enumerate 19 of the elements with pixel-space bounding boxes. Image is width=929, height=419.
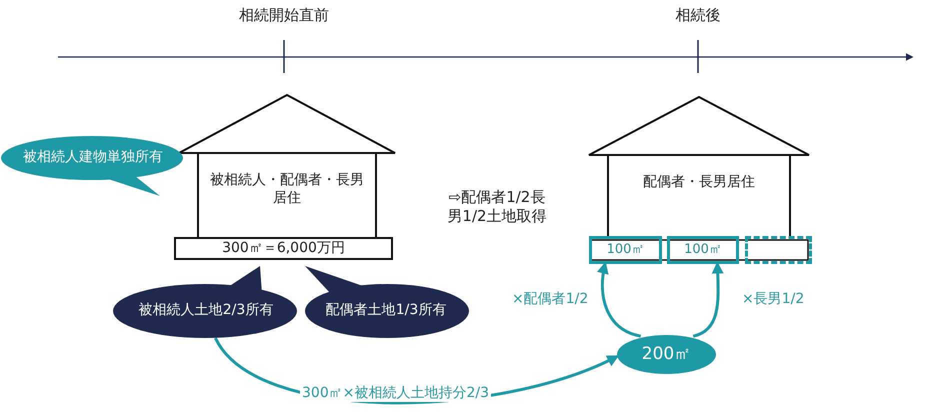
bubble-text: 被相続人土地2/3所有 [138,302,274,320]
time-label: 相続開始直前 [238,6,330,25]
curved-arrow [692,262,724,338]
node-text: 100㎡ [684,242,722,258]
node-text: 300㎡＝6,000万円 [222,240,345,258]
land-plot-box [745,236,812,264]
node-text: 100㎡ [606,242,644,258]
curved-arrow [597,262,642,338]
land-plot-box [667,236,739,264]
note-text: ⇨配偶者1/2長男1/2土地取得 [446,188,548,226]
time-label: 相続後 [674,6,722,25]
bubble-text: 被相続人建物単独所有 [23,149,163,167]
land-box [174,237,393,260]
node-text: 被相続人・配偶者・長男居住 [209,172,365,207]
edge-label: 300㎡×被相続人土地持分2/3 [300,384,491,402]
bubble-text: 配偶者土地1/3所有 [326,302,446,320]
node-text: 配偶者・長男居住 [643,174,755,192]
land-plot-box [589,236,662,264]
area-value: 200㎡ [642,344,692,366]
